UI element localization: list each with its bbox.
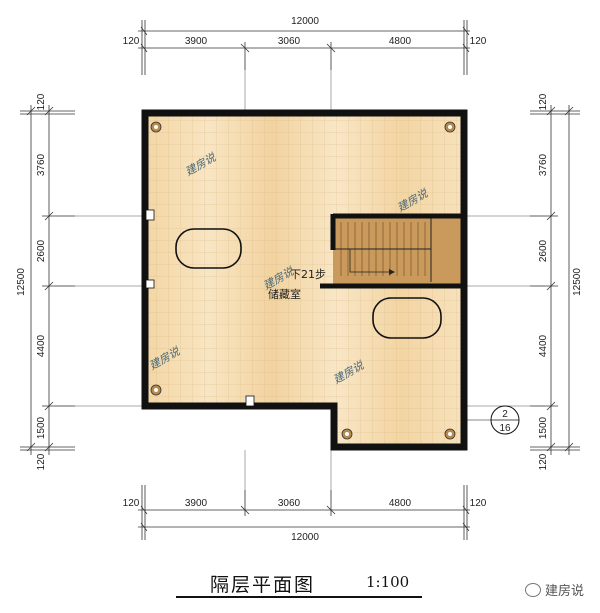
floor-tile-grid (145, 113, 464, 447)
left-dim-2600: 2600 (36, 239, 47, 262)
top-dim-3900: 3900 (185, 36, 208, 47)
left-dim-3760: 3760 (36, 153, 47, 176)
right-dim-120-top: 120 (538, 93, 549, 110)
top-dim-120-left: 120 (123, 36, 140, 47)
bottom-dim-120-left: 120 (123, 498, 140, 509)
left-dim-120-top: 120 (36, 93, 47, 110)
section-mark: 2 16 (467, 405, 520, 435)
right-total-dimension: 12500 (572, 268, 583, 296)
roof-opening-right (372, 297, 442, 339)
right-dim-2600: 2600 (538, 239, 549, 262)
stair-note: 下21步 (290, 268, 326, 281)
left-dimensions (20, 105, 75, 455)
top-dim-4800: 4800 (389, 36, 412, 47)
column-bottom-mid (341, 428, 353, 440)
right-dim-120-bottom: 120 (538, 453, 549, 470)
column-top-right (444, 121, 456, 133)
top-total-dimension: 12000 (291, 16, 319, 27)
chat-bubble-icon (524, 582, 541, 597)
column-markers (150, 121, 456, 440)
wall-vents (145, 209, 255, 407)
brand-name: 建房说 (544, 584, 584, 599)
drawing-title: 隔层平面图 (210, 574, 316, 596)
right-dim-1500: 1500 (538, 416, 549, 439)
left-total-dimension: 12500 (16, 268, 27, 296)
roof-opening-left (175, 228, 242, 269)
room-label-storage: 储藏室 (268, 287, 301, 301)
top-dimensions (138, 20, 470, 75)
right-dim-4400: 4400 (538, 334, 549, 357)
bottom-dim-3060: 3060 (278, 498, 301, 509)
axis-guides (55, 60, 545, 500)
bottom-dim-4800: 4800 (389, 498, 412, 509)
bottom-total-dimension: 12000 (291, 532, 319, 543)
brand-badge: 建房说 (524, 580, 584, 599)
right-dim-3760: 3760 (538, 153, 549, 176)
left-dim-120-bottom: 120 (36, 453, 47, 470)
bottom-dimensions (138, 485, 470, 540)
staircase (333, 216, 464, 284)
left-dim-1500: 1500 (36, 416, 47, 439)
bottom-dim-3900: 3900 (185, 498, 208, 509)
top-dim-120-right: 120 (470, 36, 487, 47)
bottom-dim-120-right: 120 (470, 498, 487, 509)
section-mark-top: 2 (502, 409, 508, 420)
left-dim-4400: 4400 (36, 334, 47, 357)
top-dim-3060: 3060 (278, 36, 301, 47)
title-underline (176, 596, 422, 598)
column-bottom-right (444, 428, 456, 440)
drawing-scale: 1:100 (366, 573, 410, 591)
walls (141, 109, 468, 451)
section-mark-bottom: 16 (499, 423, 511, 434)
column-bottom-left (150, 384, 162, 396)
column-top-left (150, 121, 162, 133)
